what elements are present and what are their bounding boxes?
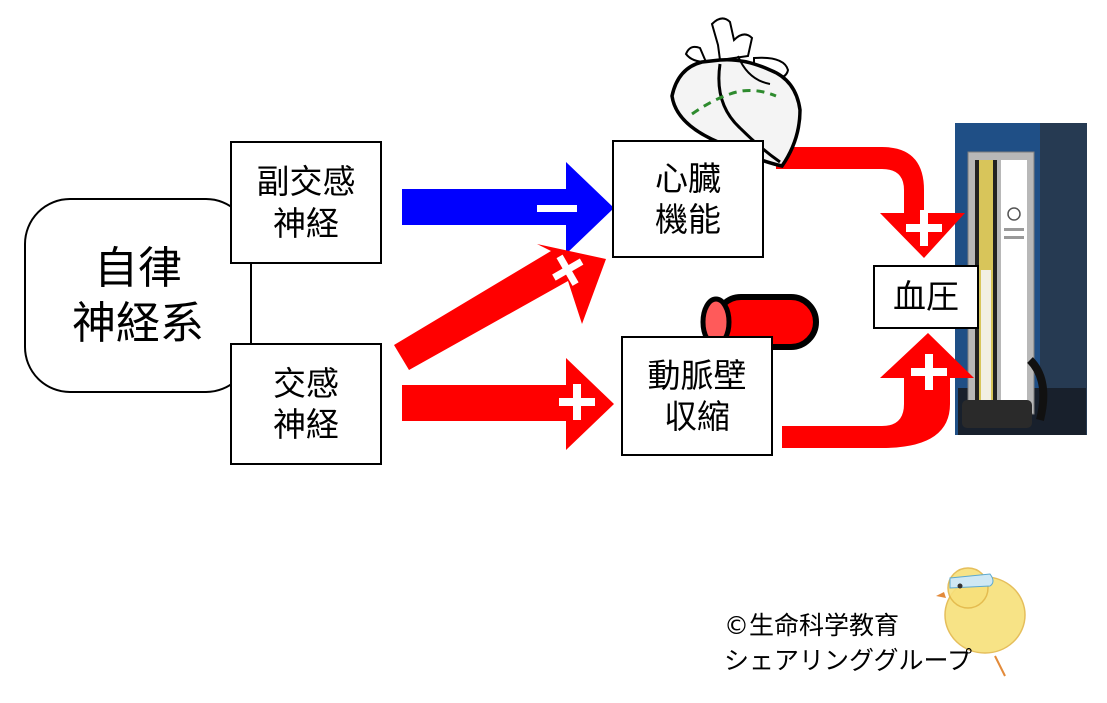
- copyright-line: シェアリンググループ: [724, 645, 973, 675]
- arrow-cardiac-to-blood-pressure: [776, 147, 965, 258]
- node-label: 動脈壁: [647, 355, 747, 395]
- plus-sign: [552, 254, 584, 286]
- cardiac-function-box: 心臓 機能: [612, 140, 764, 258]
- arrow-arterial-to-blood-pressure: [782, 333, 974, 448]
- heart-icon: [670, 17, 802, 168]
- node-label: 機能: [655, 200, 721, 239]
- plus-sign: [911, 354, 947, 390]
- node-label: 収縮: [664, 397, 730, 436]
- copyright-line: ©生命科学教育: [724, 611, 900, 640]
- arrow-parasympathetic-to-cardiac: [402, 162, 614, 254]
- autonomic-nervous-system-box: 自律 神経系: [24, 198, 252, 393]
- node-label: 自律: [94, 242, 182, 294]
- node-label: 副交感: [256, 162, 356, 202]
- node-label: 交感: [273, 363, 339, 403]
- sympathetic-nerve-box: 交感 神経: [230, 343, 382, 465]
- node-label: 血圧: [893, 277, 959, 317]
- plus-sign: [559, 384, 595, 420]
- arrow-sympathetic-to-arterial: [402, 358, 614, 450]
- blood-pressure-box: 血圧: [873, 265, 979, 329]
- node-label: 神経系: [72, 297, 204, 349]
- sphygmomanometer-icon: [955, 123, 1087, 435]
- node-label: 心臓: [655, 158, 721, 198]
- arterial-wall-contraction-box: 動脈壁 収縮: [621, 336, 773, 456]
- plus-sign: [906, 210, 942, 246]
- parasympathetic-nerve-box: 副交感 神経: [230, 141, 382, 264]
- node-label: 神経: [273, 203, 339, 243]
- chick-mascot-icon: [936, 567, 1026, 677]
- minus-sign: [537, 205, 577, 212]
- node-label: 神経: [273, 405, 339, 444]
- copyright-notice: ©生命科学教育 シェアリンググループ: [724, 609, 972, 678]
